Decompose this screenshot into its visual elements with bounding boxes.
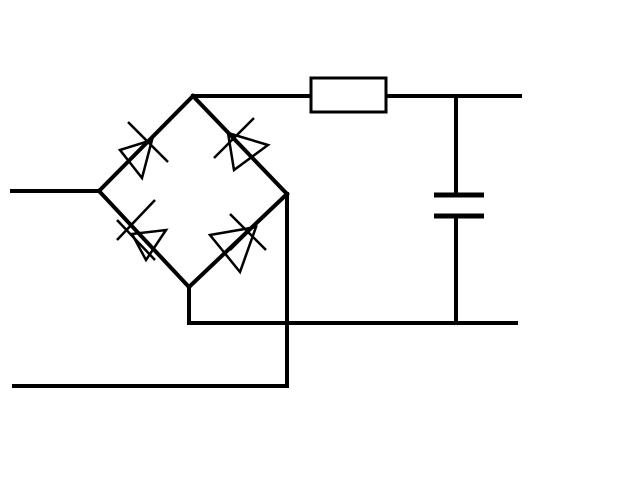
bridge-right-upper-edge [190, 93, 290, 197]
diode-top-left [117, 121, 169, 181]
diode-top-right-triangle [226, 131, 271, 173]
bridge-left-lower-edge [96, 188, 192, 290]
diode-top-left-triangle [117, 138, 154, 181]
diode-bottom-left-bar2 [116, 199, 156, 241]
input-wire-bottom [12, 192, 289, 388]
diode-bottom-left [116, 199, 169, 263]
diode-bottom-left-triangle [130, 228, 169, 263]
diode-top-right [213, 117, 271, 173]
diode-bottom-right [207, 213, 267, 275]
diode-bottom-right-bar2 [229, 213, 267, 251]
diode-top-right-bar [213, 117, 255, 159]
bridge-left-upper-edge [96, 93, 196, 194]
diode-bottom-left-bar [116, 219, 156, 261]
bottom-rail [187, 285, 518, 325]
diode-bottom-right-triangle [207, 225, 258, 275]
resistor-body [309, 76, 388, 114]
diode-top-left-bar [127, 121, 169, 163]
